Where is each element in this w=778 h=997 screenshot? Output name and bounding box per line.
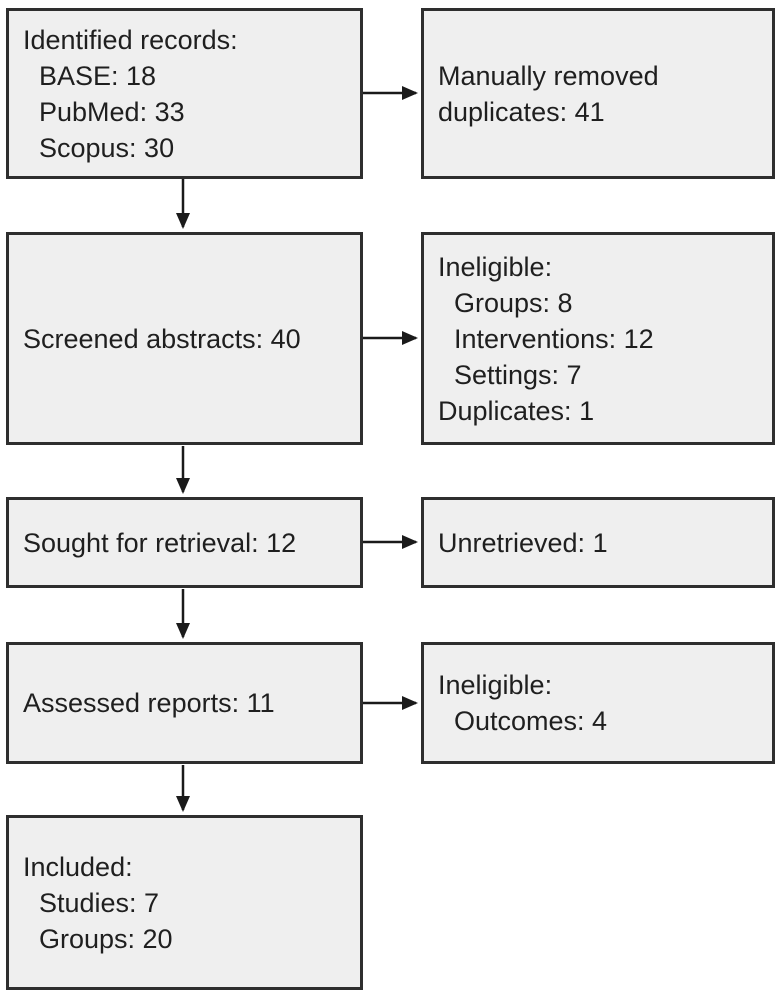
box-included: Included: Studies: 7 Groups: 20	[6, 815, 363, 990]
box-line: Assessed reports: 11	[23, 688, 275, 718]
box-manually-removed-duplicates: Manually removed duplicates: 41	[421, 8, 775, 179]
box-screened-abstracts: Screened abstracts: 40	[6, 232, 363, 445]
box-line: Groups: 20	[39, 923, 173, 954]
box-line: Settings: 7	[454, 359, 582, 390]
box-identified-records: Identified records: BASE: 18 PubMed: 33 …	[6, 8, 363, 179]
box-line: Groups: 8	[454, 287, 573, 318]
box-line: BASE: 18	[39, 60, 157, 91]
box-line: Unretrieved: 1	[438, 527, 608, 558]
box-assessed-reports: Assessed reports: 11	[6, 642, 363, 764]
box-line: Duplicates: 1	[438, 395, 595, 426]
box-ineligible-reports: Ineligible: Outcomes: 4	[421, 642, 775, 764]
box-line: Screened abstracts: 40	[23, 323, 301, 354]
box-line: Outcomes: 4	[454, 706, 608, 736]
box-unretrieved: Unretrieved: 1	[421, 497, 775, 588]
box-line: Studies: 7	[39, 887, 160, 918]
box-line: Manually removed duplicates: 41	[438, 60, 659, 127]
box-line: Ineligible:	[438, 670, 553, 700]
box-line: Scopus: 30	[39, 132, 175, 163]
box-line: PubMed: 33	[39, 96, 185, 127]
box-line: Interventions: 12	[454, 323, 654, 354]
box-line: Sought for retrieval: 12	[23, 527, 297, 558]
box-line: Ineligible:	[438, 251, 553, 282]
box-line: Included:	[23, 851, 133, 882]
box-ineligible-abstracts: Ineligible: Groups: 8 Interventions: 12 …	[421, 232, 775, 445]
box-line: Identified records:	[23, 24, 238, 55]
box-sought-for-retrieval: Sought for retrieval: 12	[6, 497, 363, 588]
